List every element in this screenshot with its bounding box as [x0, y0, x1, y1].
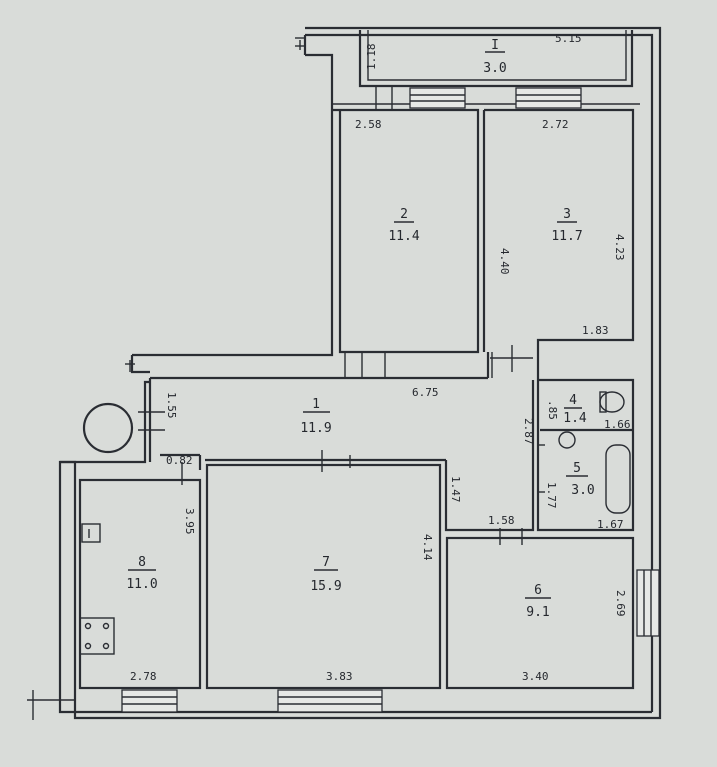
- doors: [138, 86, 545, 545]
- outer-walls: [27, 26, 662, 720]
- dim-room3-bottom: 1.83: [582, 324, 609, 337]
- room-1-area: 11.9: [300, 421, 331, 436]
- room-8-number: 8: [138, 555, 146, 570]
- dim-balcony-width: 5.15: [555, 32, 582, 45]
- dim-room6-width: 3.40: [522, 670, 549, 683]
- dim-wc-height: .85: [546, 400, 559, 420]
- dim-room7-width: 3.83: [326, 670, 353, 683]
- room-I-area: 3.0: [483, 61, 506, 76]
- balcony: [358, 30, 634, 88]
- sink-icon: [81, 523, 101, 543]
- room-2-area: 11.4: [388, 229, 419, 244]
- room-7-area: 15.9: [310, 579, 341, 594]
- room-6-area: 9.1: [526, 605, 549, 620]
- dim-kitchen-width: 2.78: [130, 670, 157, 683]
- dim-kitchen-depth: 3.95: [183, 508, 196, 535]
- windows: [121, 87, 660, 713]
- room-5-number: 5: [573, 461, 581, 476]
- dim-corridor-width: 1.58: [488, 514, 515, 527]
- dim-room2-depth: 4.40: [498, 248, 511, 275]
- dim-balcony-depth: 1.18: [365, 44, 378, 71]
- room-labels: I 3.0 2 11.4 3 11.7 1 11.9 4 1.4 5 3.0 6…: [126, 38, 594, 620]
- room-4-area: 1.4: [563, 411, 587, 426]
- wet-rooms: [536, 362, 635, 532]
- room-3-number: 3: [563, 207, 571, 222]
- lower-room-walls: [78, 380, 635, 690]
- dim-bath-width: 1.67: [597, 518, 624, 531]
- dim-room3-depth: 4.23: [613, 234, 626, 261]
- dim-room2-width: 2.58: [355, 118, 382, 131]
- room-5-area: 3.0: [571, 483, 594, 498]
- dim-hall-gap: 0.82: [166, 454, 193, 467]
- dim-corridor-height: 1.47: [449, 476, 462, 503]
- dimension-labels: 5.15 1.18 2.58 2.72 4.40 4.23 1.83 6.75 …: [130, 32, 631, 683]
- dim-hall-left: 1.55: [165, 392, 178, 419]
- window-room3: [515, 87, 582, 109]
- hall-walls: [148, 352, 490, 470]
- room-4-number: 4: [569, 393, 577, 408]
- dim-bath-height: 1.77: [545, 482, 558, 509]
- dim-room7-depth: 4.14: [421, 534, 434, 561]
- room-6-number: 6: [534, 583, 542, 598]
- room-8-area: 11.0: [126, 577, 157, 592]
- window-kitchen: [121, 689, 178, 713]
- room-1-number: 1: [312, 397, 320, 412]
- ventilation-shaft-icon: [82, 402, 134, 454]
- window-room7: [277, 689, 383, 713]
- dim-bath-side: 2.87: [522, 418, 535, 445]
- dim-room6-depth: 2.69: [614, 590, 627, 617]
- room-7-number: 7: [322, 555, 330, 570]
- room-3-area: 11.7: [551, 229, 582, 244]
- window-room6: [636, 569, 660, 637]
- dim-wc-width: 1.66: [604, 418, 631, 431]
- dim-room3-width: 2.72: [542, 118, 569, 131]
- dim-hall-length: 6.75: [412, 386, 439, 399]
- room-2-number: 2: [400, 207, 408, 222]
- room-I-number: I: [491, 38, 499, 53]
- window-room2: [409, 87, 466, 109]
- stove-icon: [79, 617, 115, 655]
- bedroom-walls: [332, 103, 640, 362]
- fixtures: [79, 402, 134, 655]
